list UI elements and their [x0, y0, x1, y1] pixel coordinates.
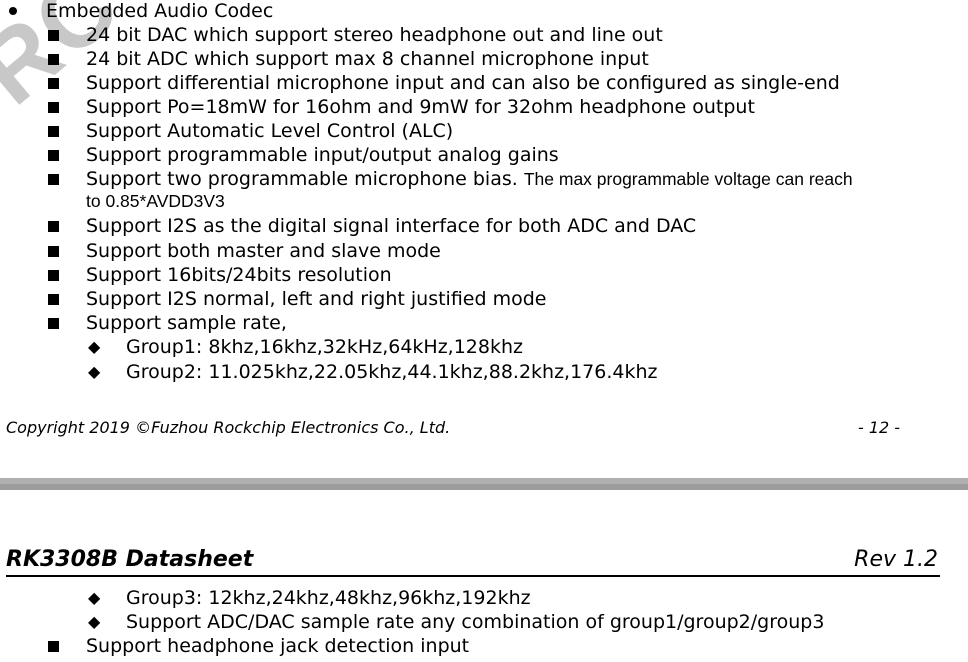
square-bullet [48, 641, 59, 652]
square-bullet [48, 270, 59, 281]
square-bullet [48, 54, 59, 65]
footer-copyright: Copyright 2019 ©Fuzhou Rockchip Electron… [6, 418, 451, 437]
square-bullet [48, 294, 59, 305]
sub-list-item-text: Group3: 12khz,24khz,48khz,96khz,192khz [126, 587, 531, 609]
square-bullet [48, 126, 59, 137]
diamond-bullet-icon: ◆ [88, 362, 101, 381]
square-bullet [48, 150, 59, 161]
sub-list-item-text: Group1: 8khz,16khz,32kHz,64kHz,128khz [126, 336, 523, 358]
list-item-text: 24 bit DAC which support stereo headphon… [86, 24, 663, 46]
list-item-text: Support differential microphone input an… [86, 72, 840, 94]
header-title: RK3308B Datasheet [6, 547, 254, 572]
diamond-bullet-icon: ◆ [88, 612, 101, 631]
list-item-text: Support programmable input/output analog… [86, 144, 559, 166]
list-item-text: Support 16bits/24bits resolution [86, 264, 392, 286]
square-bullet [48, 221, 59, 232]
section-title: Embedded Audio Codec [46, 0, 274, 22]
bias-text-b: The max programmable voltage can reach [523, 169, 853, 189]
bias-text-continued: to 0.85*AVDD3V3 [86, 191, 225, 211]
header-revision: Rev 1.2 [854, 547, 938, 572]
page-12: RC Embedded Audio Codec 24 bit DAC which… [0, 0, 901, 437]
list-item-text: Support I2S normal, left and right justi… [86, 288, 547, 310]
sub-list-item-text: Support ADC/DAC sample rate any combinat… [126, 611, 825, 633]
bullet-dot [9, 7, 17, 15]
diamond-bullet-icon: ◆ [88, 337, 101, 356]
square-bullet [48, 78, 59, 89]
list-item-text: 24 bit ADC which support max 8 channel m… [86, 48, 649, 70]
list-item-text: Support sample rate, [86, 312, 287, 334]
footer-page-number: - 12 - [858, 418, 901, 437]
list-item-text: Support headphone jack detection input [86, 635, 470, 657]
header-rule [6, 575, 940, 577]
square-bullet [48, 174, 59, 185]
bias-text-a: Support two programmable microphone bias… [86, 168, 518, 190]
square-bullet [48, 318, 59, 329]
page-separator-shadow [0, 484, 968, 490]
list-item-text: Support Po=18mW for 16ohm and 9mW for 32… [86, 96, 755, 118]
list-item-text: Support two programmable microphone bias… [86, 167, 853, 191]
list-item-text: Support Automatic Level Control (ALC) [86, 120, 454, 142]
list-item-text: Support I2S as the digital signal interf… [86, 215, 697, 237]
square-bullet [48, 102, 59, 113]
square-bullet [48, 30, 59, 41]
sub-list-item-text: Group2: 11.025khz,22.05khz,44.1khz,88.2k… [126, 361, 658, 383]
square-bullet [48, 246, 59, 257]
list-item-text: Support both master and slave mode [86, 240, 441, 262]
diamond-bullet-icon: ◆ [88, 588, 101, 607]
